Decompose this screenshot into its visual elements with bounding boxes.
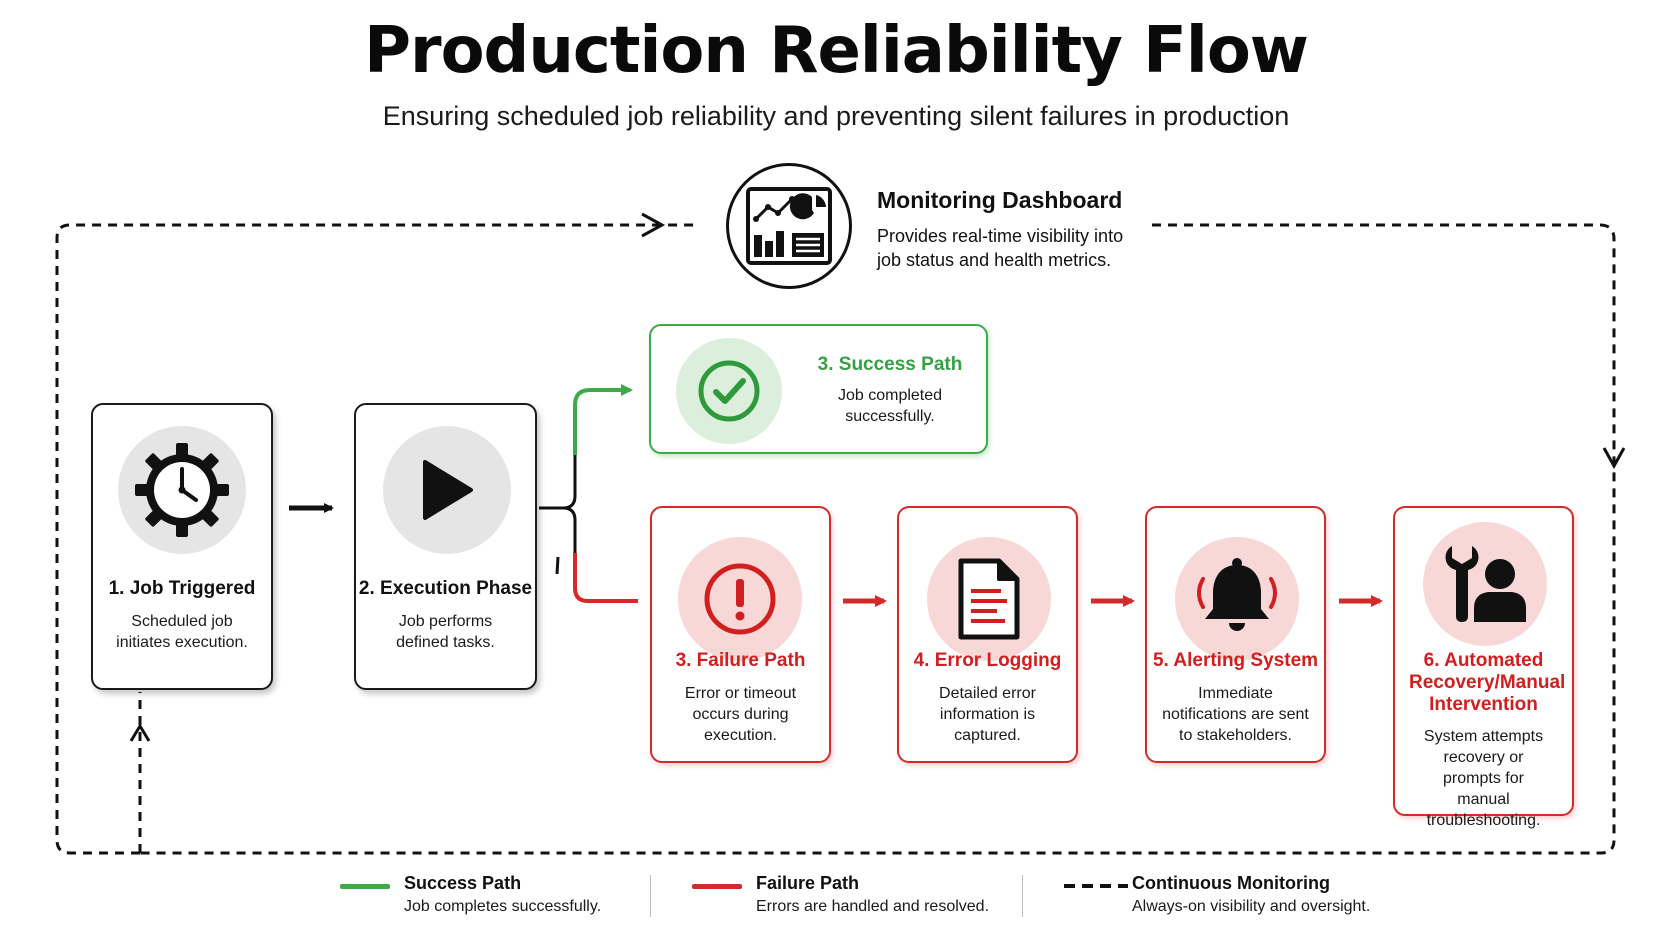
job-triggered-title: 1. Job Triggered	[108, 578, 256, 599]
legend-failure-swatch	[692, 884, 742, 889]
success-path-title: 3. Success Path	[817, 354, 963, 375]
document-icon	[958, 558, 1020, 640]
page-title: Production Reliability Flow	[364, 14, 1309, 88]
legend-success-swatch	[340, 884, 390, 889]
execution-icon-badge	[383, 426, 511, 554]
monitoring-loop-arrow-head	[641, 212, 666, 238]
failure-tick	[555, 556, 560, 575]
legend-monitoring-description: Always-on visibility and oversight.	[1132, 898, 1371, 915]
legend-success-description: Job completes successfully.	[404, 898, 602, 915]
play-icon	[423, 460, 473, 520]
legend-failure-description: Errors are handled and resolved.	[756, 898, 990, 915]
recovery-card: 6. Automated Recovery/Manual Interventio…	[1393, 506, 1574, 829]
alerting-system-title: 5. Alerting System	[1152, 650, 1319, 671]
legend-success-title: Success Path	[404, 873, 522, 893]
failure-connector	[573, 553, 638, 603]
error-logging-title: 4. Error Logging	[913, 650, 1062, 671]
recovery-title: 6. Automated Recovery/Manual Interventio…	[1409, 650, 1566, 715]
dashboard-icon	[746, 187, 832, 265]
job-triggered-icon-badge	[118, 426, 246, 554]
failure-path-card: 3. Failure Path Error or timeout occurs …	[650, 506, 831, 763]
monitoring-dashboard-badge	[726, 163, 852, 289]
execution-phase-card: 2. Execution Phase Job performs defined …	[354, 403, 537, 690]
monitoring-dashboard-title: Monitoring Dashboard	[877, 187, 1123, 213]
alerting-system-card: 5. Alerting System Immediate notificatio…	[1145, 506, 1326, 763]
wrench-person-icon	[1445, 546, 1526, 622]
error-logging-description: Detailed error information is captured.	[939, 685, 1036, 744]
error-logging-card: 4. Error Logging Detailed error informat…	[897, 506, 1078, 763]
monitoring-loop-down-arrow	[1602, 447, 1626, 470]
execution-phase-description: Job performs defined tasks.	[396, 613, 495, 651]
failure-icon-badge	[678, 537, 802, 661]
monitoring-dashboard-description: Provides real-time visibility into job s…	[877, 226, 1124, 270]
failure-path-description: Error or timeout occurs during execution…	[684, 685, 797, 744]
success-path-description: Job completed successfully.	[837, 387, 943, 425]
page-subtitle: Ensuring scheduled job reliability and p…	[382, 101, 1290, 131]
exclamation-icon	[704, 563, 776, 635]
monitoring-loop-up-arrow	[129, 723, 151, 742]
gear-clock-icon	[135, 443, 229, 537]
job-triggered-description: Scheduled job initiates execution.	[116, 613, 248, 651]
logging-icon-badge	[927, 537, 1051, 661]
monitoring-loop-right	[140, 223, 1616, 855]
success-icon-badge	[676, 338, 782, 444]
legend-failure-title: Failure Path	[756, 873, 860, 893]
check-circle-icon	[698, 360, 760, 422]
bell-icon	[1197, 558, 1277, 631]
monitoring-loop-top-left	[55, 223, 700, 855]
recovery-description: System attempts recovery or prompts for …	[1423, 728, 1544, 829]
job-triggered-card: 1. Job Triggered Scheduled job initiates…	[91, 403, 273, 690]
recovery-icon-badge	[1423, 522, 1547, 646]
legend-divider	[1022, 875, 1023, 917]
failure-path-title: 3. Failure Path	[675, 650, 806, 671]
legend-divider	[650, 875, 651, 917]
alerting-system-description: Immediate notifications are sent to stak…	[1162, 685, 1309, 744]
legend-monitoring-title: Continuous Monitoring	[1132, 873, 1330, 893]
success-path-card: 3. Success Path Job completed successful…	[649, 324, 988, 454]
split-black-upper	[539, 455, 577, 510]
split-black-lower	[539, 506, 577, 553]
legend-monitoring-swatch	[1064, 884, 1128, 888]
success-connector	[573, 384, 633, 455]
execution-phase-title: 2. Execution Phase	[358, 578, 533, 599]
alerting-icon-badge	[1175, 537, 1299, 661]
